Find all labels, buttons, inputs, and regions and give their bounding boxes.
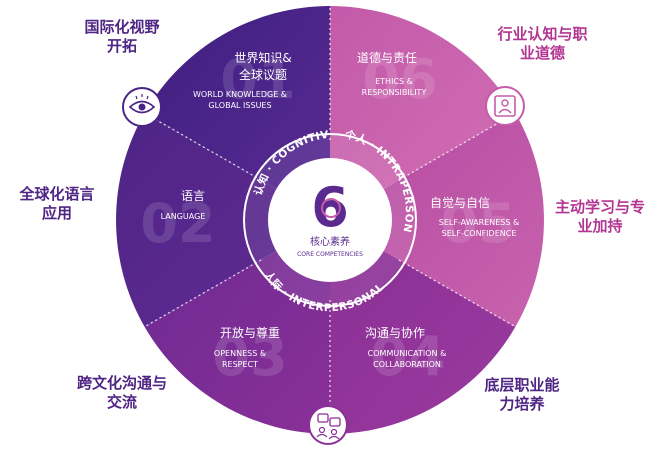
center-title-cn: 核心素养 — [310, 235, 350, 248]
outer-label-bottom-left-line2: 交流 — [106, 393, 137, 411]
segment-number-04: 04 — [370, 325, 445, 388]
ring-interpersonal-sep: · — [280, 287, 291, 299]
segment-interpersonal-left — [144, 220, 330, 434]
outer-label-top-left-line2: 开拓 — [106, 37, 137, 55]
outer-label-right-line2: 业加持 — [577, 217, 623, 235]
ring-cognitive-sep: · — [264, 163, 276, 174]
outer-label-left-line2: 应用 — [41, 204, 72, 222]
segment-01-en1: WORLD KNOWLEDGE & — [193, 90, 287, 99]
segment-01-cn: 世界知识& — [234, 51, 291, 65]
segment-06-cn: 道德与责任 — [357, 50, 417, 65]
core-six-ring — [321, 198, 341, 218]
segment-03-cn: 开放与尊重 — [220, 325, 280, 340]
segment-interpersonal-right — [330, 220, 516, 434]
outer-label-top-right: 行业认知与职 业道德 — [480, 25, 605, 63]
outer-label-right: 主动学习与专 业加持 — [538, 198, 662, 236]
segment-intrapersonal-upper — [330, 6, 516, 220]
segment-05-en1: SELF-AWARENESS & — [439, 218, 519, 227]
segment-number-06: 06 — [362, 48, 437, 111]
segment-02-en1: LANGUAGE — [161, 212, 206, 221]
outer-label-bottom-left: 跨文化沟通与 交流 — [62, 374, 182, 412]
core-six-logo: 6 — [311, 176, 349, 239]
outer-label-bottom-right-line1: 底层职业能 — [484, 376, 560, 394]
ring-intrapersonal-sep: · — [367, 139, 377, 152]
eye-icon — [122, 87, 162, 127]
segment-number-02: 02 — [140, 192, 215, 255]
center-circle — [268, 158, 392, 282]
segment-intrapersonal-lower — [330, 113, 544, 327]
outer-label-bottom-right: 底层职业能 力培养 — [462, 376, 582, 414]
segment-01-en2: GLOBAL ISSUES — [208, 101, 271, 110]
segment-06-en2: RESPONSIBILITY — [362, 88, 427, 97]
people-chat-icon — [308, 405, 348, 445]
segment-04-en2: COLLABORATION — [373, 360, 441, 369]
segment-number-03: 03 — [212, 325, 287, 388]
outer-label-top-right-line1: 行业认知与职 — [497, 25, 588, 43]
segment-03-en1: OPENNESS & — [214, 349, 266, 358]
outer-label-top-left-line1: 国际化视野 — [84, 18, 160, 36]
segment-04-en1: COMMUNICATION & — [368, 349, 447, 358]
segment-number-01: 01 — [220, 48, 295, 111]
outer-label-bottom-right-line2: 力培养 — [499, 395, 545, 413]
segment-05-cn: 自觉与自信 — [430, 196, 490, 210]
segment-cognitive-upper — [144, 6, 330, 220]
segment-01-cn2: 全球议题 — [239, 67, 287, 82]
segment-02-cn: 语言 — [181, 189, 205, 203]
profile-card-icon — [485, 86, 525, 126]
outer-label-top-right-line2: 业道德 — [519, 44, 565, 62]
core-six-numeral: 6 — [311, 176, 349, 239]
segment-03-en2: RESPECT — [222, 360, 258, 369]
outer-label-bottom-left-line1: 跨文化沟通与 — [76, 374, 167, 392]
outer-label-left: 全球化语言 应用 — [2, 185, 112, 223]
outer-label-left-line1: 全球化语言 — [19, 185, 95, 203]
segment-dividers — [145, 8, 515, 432]
outer-label-right-line1: 主动学习与专 — [554, 198, 645, 216]
outer-label-top-left: 国际化视野 开拓 — [62, 18, 182, 56]
segment-cognitive-lower — [116, 113, 331, 327]
segment-06-en1: ETHICS & — [375, 77, 413, 86]
segment-number-05: 05 — [440, 192, 515, 255]
segment-05-en2: SELF-CONFIDENCE — [442, 229, 517, 238]
segment-04-cn: 沟通与协作 — [365, 325, 425, 340]
center-title-en: CORE COMPETENCIES — [297, 251, 363, 258]
